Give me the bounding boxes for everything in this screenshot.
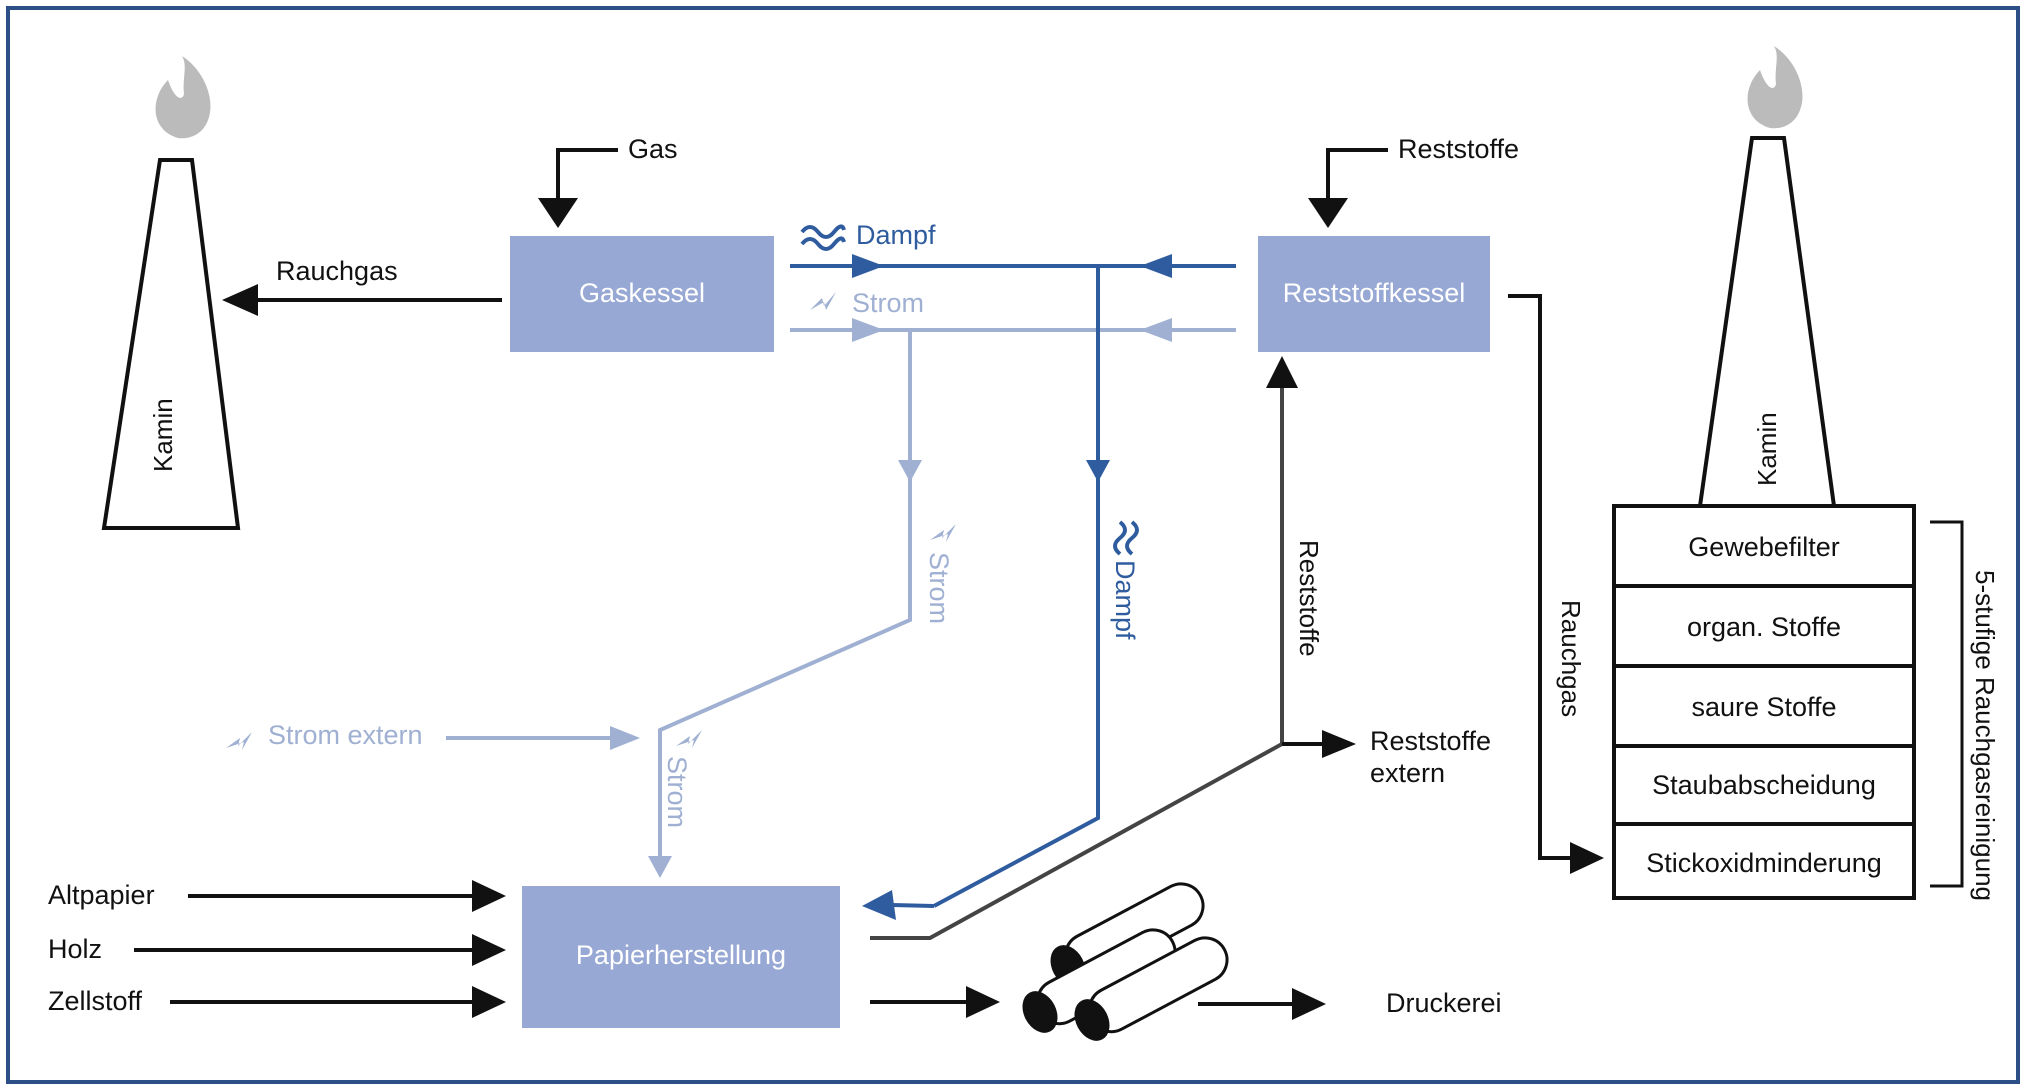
paper-roll-icon (1022, 882, 1229, 1041)
dampf-arrowhead-down (1086, 460, 1110, 482)
gas-label: Gas (628, 134, 678, 164)
rauchgas-line-right (1508, 294, 1576, 860)
outer-frame (6, 6, 2020, 1084)
rauchgas-arrowhead-left (222, 284, 258, 316)
dampf-line-to-papier (933, 266, 1100, 908)
rauchgas-vertical-label: Rauchgas (1556, 600, 1586, 717)
flame-icon (155, 56, 211, 139)
cleaning-stack: Gewebefilter organ. Stoffe saure Stoffe … (1612, 504, 1916, 900)
strom-arrowhead-right (852, 318, 884, 342)
strom-vertical-upper-label: Strom (924, 552, 954, 624)
papierherstellung-box: Papierherstellung (522, 886, 840, 1028)
chimney-right: Kamin (1697, 136, 1837, 508)
zellstoff-label: Zellstoff (48, 986, 143, 1016)
strom-line-to-papier (658, 330, 912, 856)
electricity-icon (810, 292, 836, 310)
dampf-arrowhead-left (1140, 254, 1172, 278)
stage-staubabscheidung: Staubabscheidung (1652, 770, 1876, 800)
papierherstellung-label: Papierherstellung (576, 940, 786, 970)
dampf-horizontal-label: Dampf (856, 220, 936, 250)
stage-gewebefilter: Gewebefilter (1688, 532, 1840, 562)
reststoffe-extern-label-1: Reststoffe (1370, 726, 1491, 756)
stages-bracket-label: 5-stufige Rauchgasreinigung (1970, 570, 2000, 901)
reststoffe-line-up (870, 380, 1284, 940)
reststoffkessel-box: Reststoffkessel (1258, 236, 1490, 352)
dampf-line-papier-end (891, 903, 935, 908)
strom-arrowhead-left (1140, 318, 1172, 342)
strom-arrowhead-down-lower (648, 856, 672, 878)
dampf-arrowhead-right (852, 254, 884, 278)
gas-input-arrowhead (538, 198, 578, 228)
stage-saure-stoffe: saure Stoffe (1691, 692, 1836, 722)
steam-icon-vertical (1113, 520, 1139, 556)
reststoffe-arrowhead-up (1266, 356, 1298, 388)
druckerei-label: Druckerei (1386, 988, 1502, 1018)
gas-input-line (556, 148, 618, 205)
altpapier-arrowhead (472, 880, 506, 912)
reststoffe-input-line (1326, 148, 1388, 205)
reststoffe-input-arrowhead (1308, 198, 1348, 228)
kamin-right-label: Kamin (1752, 412, 1782, 486)
reststoffe-extern-label-2: extern (1370, 758, 1445, 788)
kamin-left-label: Kamin (148, 398, 178, 472)
steam-icon (800, 224, 846, 251)
strom-extern-arrowhead (610, 726, 640, 750)
strom-vertical-lower-label: Strom (662, 756, 692, 828)
gaskessel-box: Gaskessel (510, 236, 774, 352)
reststoffe-vertical-label: Reststoffe (1294, 540, 1324, 657)
rauchgas-arrowhead-right (1570, 842, 1604, 874)
strom-horizontal-label: Strom (852, 288, 924, 318)
rauchgas-left-label: Rauchgas (276, 256, 398, 286)
altpapier-label: Altpapier (48, 880, 155, 910)
dampf-arrowhead-papier (862, 890, 896, 920)
reststoffe-top-label: Reststoffe (1398, 134, 1519, 164)
stage-organ-stoffe: organ. Stoffe (1687, 612, 1841, 642)
gaskessel-label: Gaskessel (579, 278, 705, 308)
strom-arrowhead-down-upper (898, 460, 922, 482)
dampf-vertical-label: Dampf (1110, 560, 1140, 640)
strom-extern-label: Strom extern (268, 720, 423, 750)
flame-icon-right (1747, 46, 1803, 129)
electricity-icon-extern (226, 732, 252, 750)
chimney-left: Kamin (101, 158, 241, 530)
stages-bracket (1930, 520, 1964, 888)
reststoffkessel-label: Reststoffkessel (1283, 278, 1466, 308)
electricity-icon-vertical-upper (930, 524, 956, 542)
druckerei-arrowhead (1292, 988, 1326, 1020)
reststoffe-extern-arrowhead (1322, 730, 1356, 758)
holz-label: Holz (48, 934, 102, 964)
electricity-icon-vertical-lower (676, 730, 702, 748)
stage-stickoxidminderung: Stickoxidminderung (1646, 848, 1882, 878)
holz-arrowhead (472, 934, 506, 966)
papier-output-arrowhead (966, 986, 1000, 1018)
zellstoff-arrowhead (472, 986, 506, 1018)
